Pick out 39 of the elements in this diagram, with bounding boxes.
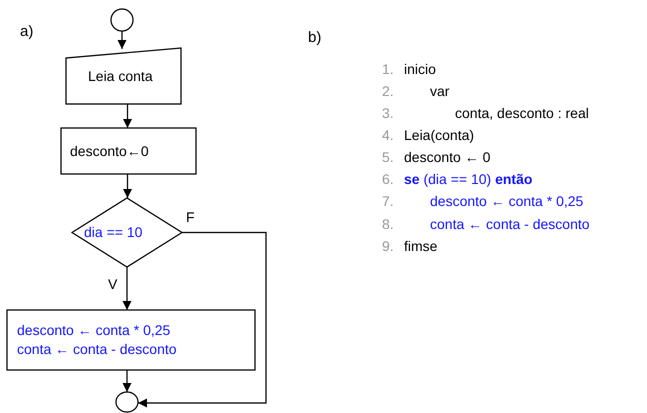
process-box [61,128,196,174]
arrow [123,174,132,198]
code-line: var [430,83,450,99]
code-line: conta ← conta - desconto [430,216,590,232]
arrow [138,232,267,408]
node-text: desconto←0 [70,143,149,159]
code-line: fimse [404,238,438,254]
node-text: dia == 10 [84,224,142,240]
arrow [122,370,132,392]
end-terminal [116,392,138,412]
line-number: 7. [382,193,394,209]
node-text: conta ← conta - desconto [17,341,177,357]
line-number: 3. [382,105,394,121]
code-line: inicio [404,61,436,77]
panel-label: a) [20,24,34,40]
edge-label: F [185,210,196,224]
node-text: Leia conta [88,68,153,84]
line-number: 2. [382,83,394,99]
arrow [123,104,132,128]
code-line: desconto ← 0 [404,149,490,165]
line-number: 1. [382,61,394,77]
line-number: 8. [382,216,394,232]
code-line: Leia(conta) [404,127,474,143]
node-text: desconto ← conta * 0,25 [17,322,170,338]
line-number: 9. [382,238,394,254]
decision-diamond [72,198,182,267]
process-box [7,310,255,370]
panel-label: b) [308,30,322,46]
line-number: 6. [382,171,394,187]
arrow [122,267,132,310]
manual-input-shape [66,48,181,104]
code-line: desconto ← conta * 0,25 [430,193,584,209]
line-number: 4. [382,127,394,143]
start-terminal [111,9,133,31]
edge-label: V [107,277,118,291]
line-number: 5. [382,149,394,165]
code-line: se (dia == 10) então [404,171,532,187]
arrow [118,31,126,49]
code-line: conta, desconto : real [455,105,589,121]
